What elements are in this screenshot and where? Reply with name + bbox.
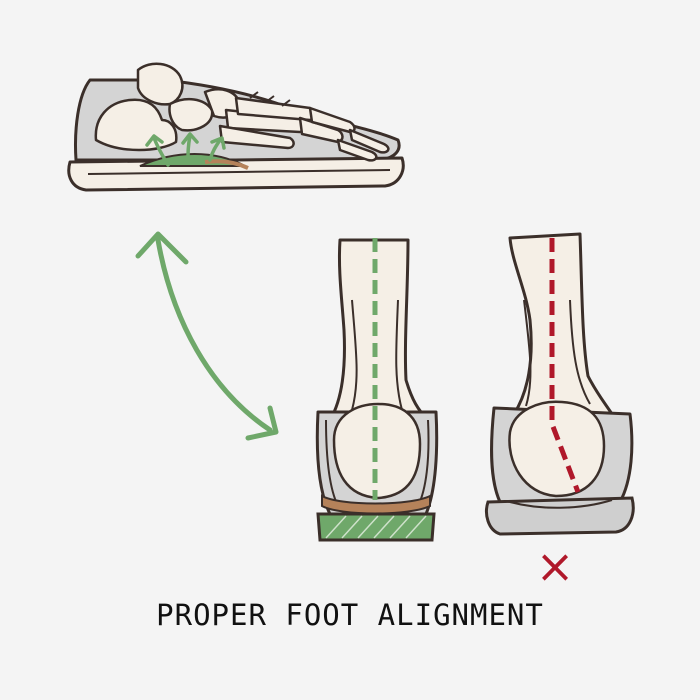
rear-view-correct <box>315 238 439 542</box>
foot-skeleton-side <box>94 62 390 162</box>
diagram-caption: PROPER FOOT ALIGNMENT <box>156 598 544 632</box>
leg-incorrect <box>508 232 614 416</box>
up-arrow-icon <box>145 132 226 167</box>
rear-view-incorrect: × <box>485 232 635 593</box>
x-mark-icon: × <box>536 539 575 593</box>
unsupportive-sole <box>485 496 635 536</box>
leg-correct <box>328 238 430 422</box>
side-view-shoe <box>67 62 405 192</box>
alignment-line-bent <box>549 238 581 493</box>
curved-double-arrow-icon <box>135 231 279 441</box>
